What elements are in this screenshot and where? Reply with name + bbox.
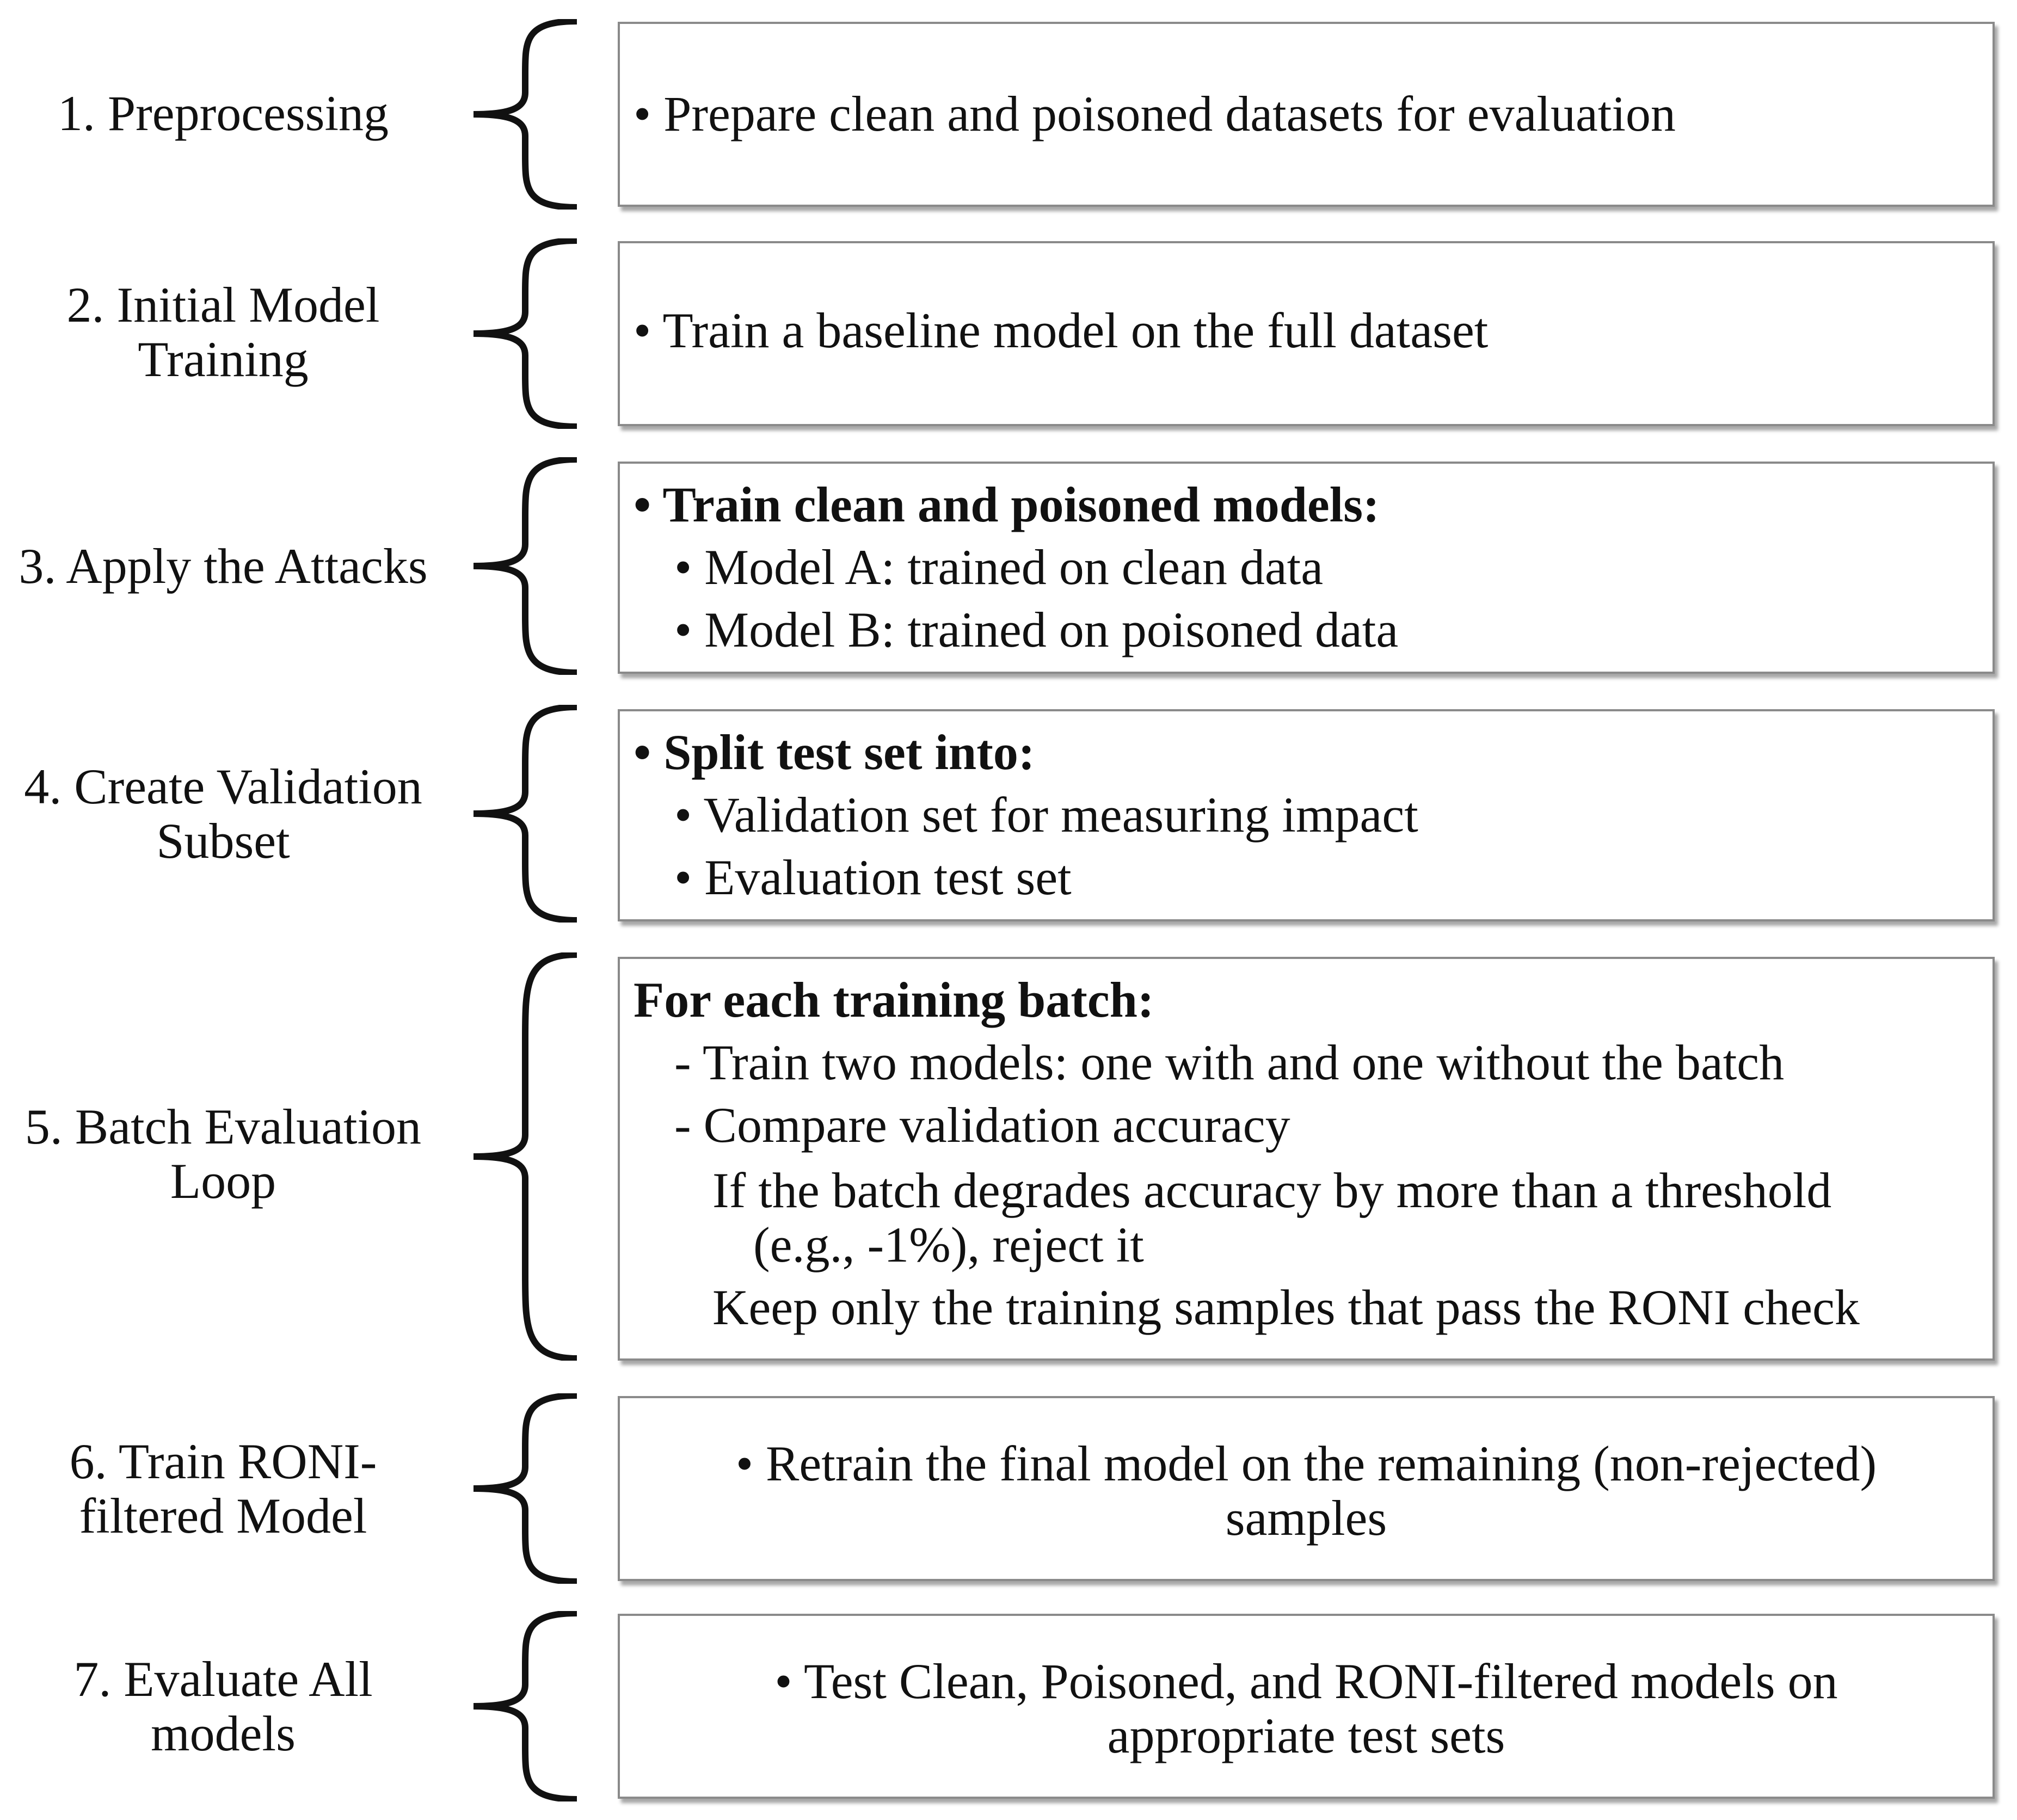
step-3-label: 3. Apply the Attacks xyxy=(19,538,428,594)
step-7-text-line-1: • Test Clean, Poisoned, and RONI-filtere… xyxy=(774,1653,1838,1709)
step-2-text: • Train a baseline model on the full dat… xyxy=(634,303,1489,358)
step-1-label: 1. Preprocessing xyxy=(57,85,389,141)
step-7-box: • Test Clean, Poisoned, and RONI-filtere… xyxy=(618,1614,1995,1799)
step-2-box: • Train a baseline model on the full dat… xyxy=(618,241,1995,426)
step-5-compare-accuracy: - Compare validation accuracy xyxy=(674,1097,1290,1153)
brace-4-icon xyxy=(473,705,577,923)
brace-7-icon xyxy=(473,1611,577,1801)
step-7-label: 7. Evaluate All models xyxy=(73,1651,373,1761)
step-3-item-a: • Model A: trained on clean data xyxy=(674,539,1324,595)
step-5-box: For each training batch: - Train two mod… xyxy=(618,957,1995,1361)
step-5-label: 5. Batch Evaluation Loop xyxy=(24,1099,422,1209)
step-7-text-line-2: appropriate test sets xyxy=(1107,1708,1505,1763)
step-4-item-evaluation: • Evaluation test set xyxy=(674,850,1072,905)
brace-5-icon xyxy=(473,952,577,1361)
step-4-heading: • Split test set into: xyxy=(634,724,1035,780)
step-5-heading: For each training batch: xyxy=(634,972,1154,1028)
step-5-keep-samples: Keep only the training samples that pass… xyxy=(712,1280,1860,1335)
step-6-text-line-2: samples xyxy=(1225,1490,1387,1546)
brace-3-icon xyxy=(473,457,577,675)
step-3-box: • Train clean and poisoned models: • Mod… xyxy=(618,462,1995,674)
step-4-item-validation: • Validation set for measuring impact xyxy=(674,787,1418,843)
step-5-train-two-models: - Train two models: one with and one wit… xyxy=(674,1035,1785,1090)
step-6-text-line-1: • Retrain the final model on the remaini… xyxy=(735,1436,1877,1491)
step-6-label: 6. Train RONI- filtered Model xyxy=(69,1434,377,1544)
brace-2-icon xyxy=(473,238,577,429)
step-4-label: 4. Create Validation Subset xyxy=(24,759,422,869)
step-1-box: • Prepare clean and poisoned datasets fo… xyxy=(618,22,1995,207)
step-5-threshold-example: (e.g., -1%), reject it xyxy=(753,1217,1144,1272)
step-6-box: • Retrain the final model on the remaini… xyxy=(618,1396,1995,1581)
brace-6-icon xyxy=(473,1393,577,1584)
step-3-item-b: • Model B: trained on poisoned data xyxy=(674,602,1399,657)
step-3-heading: • Train clean and poisoned models: xyxy=(634,477,1380,532)
step-4-box: • Split test set into: • Validation set … xyxy=(618,709,1995,921)
step-2-label: 2. Initial Model Training xyxy=(66,277,380,387)
step-5-threshold-rule: If the batch degrades accuracy by more t… xyxy=(712,1163,1832,1218)
brace-1-icon xyxy=(473,19,577,210)
step-1-text: • Prepare clean and poisoned datasets fo… xyxy=(634,86,1676,142)
